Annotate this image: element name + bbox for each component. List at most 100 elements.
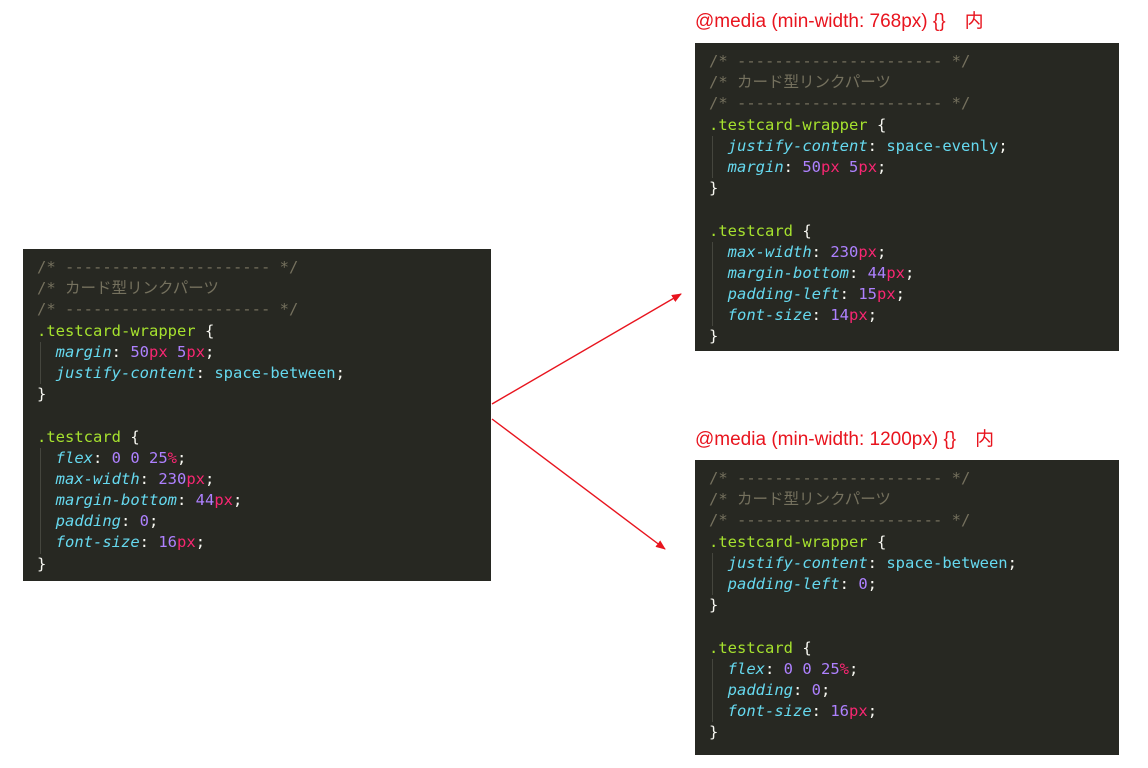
code-line: /* ---------------------- */ — [695, 51, 1119, 72]
code-line: font-size: 16px; — [23, 532, 491, 554]
code-token-sel: .testcard-wrapper — [37, 321, 196, 340]
code-token-punct: : — [139, 469, 159, 488]
code-line: /* カード型リンクパーツ — [23, 278, 491, 299]
code-line: .testcard { — [695, 221, 1119, 242]
code-token-unit: px — [849, 702, 868, 721]
code-token-punct: ; — [205, 342, 215, 361]
code-token-unit: px — [214, 491, 234, 510]
label-media-768: @media (min-width: 768px) {} 内 — [695, 11, 984, 32]
code-token-punct: ; — [233, 491, 243, 510]
code-token-unit: px — [858, 157, 878, 176]
code-token-prop: flex — [55, 448, 93, 467]
code-line: justify-content: space-evenly; — [695, 135, 1119, 157]
code-line: padding: 0; — [23, 511, 491, 533]
code-token-num: 16 — [830, 702, 850, 721]
code-line: flex: 0 0 25%; — [23, 447, 491, 469]
code-token-punct: ; — [335, 363, 345, 382]
code-token-num: 0 — [139, 512, 150, 531]
code-line: padding: 0; — [695, 679, 1119, 702]
code-token-kw: space-between — [886, 553, 1008, 572]
code-line: .testcard-wrapper { — [23, 321, 491, 342]
code-token-comment: /* ---------------------- */ — [709, 94, 971, 113]
code-token-punct: ; — [877, 242, 887, 261]
code-line: /* カード型リンクパーツ — [695, 72, 1119, 93]
code-token-num: 230 — [830, 242, 859, 261]
code-token-prop: padding — [727, 680, 793, 699]
code-token-prop: justify-content — [727, 553, 868, 572]
arrow-to-1200 — [491, 418, 666, 550]
indent-guide — [40, 468, 41, 491]
indent-guide — [40, 511, 41, 533]
code-token-brace: { — [195, 321, 215, 340]
code-token-prop: max-width — [727, 242, 812, 261]
code-token-num: 0 — [811, 680, 822, 699]
code-token-prop: justify-content — [55, 363, 196, 382]
code-token-punct: ; — [998, 136, 1008, 155]
code-token-prop: margin-bottom — [727, 263, 849, 282]
code-token-punct: : — [111, 342, 131, 361]
code-line: .testcard { — [23, 427, 491, 448]
code-line: padding-left: 0; — [695, 573, 1119, 596]
code-token-punct: : — [177, 491, 196, 510]
code-token-kw: space-between — [214, 363, 336, 382]
code-token-num: 5 — [177, 342, 187, 361]
code-line: /* ---------------------- */ — [695, 510, 1119, 531]
code-token-punct: : — [93, 448, 112, 467]
code-token-punct: : — [811, 306, 831, 325]
code-token-sel: .testcard — [37, 427, 121, 446]
code-token-kw: space-evenly — [886, 136, 999, 155]
code-token-num: 50 — [130, 342, 150, 361]
code-token-punct: ; — [821, 680, 831, 699]
code-token-unit: % — [839, 659, 850, 678]
indent-guide — [40, 532, 41, 554]
code-token-brace: } — [37, 554, 47, 573]
code-token-punct: : — [839, 285, 859, 304]
code-token-punct: ; — [177, 448, 187, 467]
code-line: /* ---------------------- */ — [695, 93, 1119, 114]
code-token-punct: : — [139, 533, 159, 552]
code-token-brace: } — [37, 385, 47, 404]
code-token-prop: font-size — [727, 702, 812, 721]
code-token-brace: } — [709, 179, 719, 198]
code-token-unit: px — [186, 469, 206, 488]
code-line: padding-left: 15px; — [695, 284, 1119, 306]
code-line: } — [695, 595, 1119, 616]
code-token-brace: { — [121, 427, 140, 446]
code-token-prop: padding — [55, 512, 121, 531]
code-line: font-size: 16px; — [695, 701, 1119, 723]
code-line: } — [23, 384, 491, 405]
code-token-num: 14 — [830, 306, 850, 325]
code-token-num: 16 — [158, 533, 178, 552]
code-token-unit: px — [849, 306, 868, 325]
indent-guide — [712, 135, 713, 157]
code-token-brace: } — [709, 596, 719, 615]
indent-guide — [712, 284, 713, 306]
code-token-punct: ; — [867, 306, 878, 325]
label-media-1200: @media (min-width: 1200px) {} 内 — [695, 429, 995, 450]
code-token-sel: .testcard — [709, 638, 793, 657]
code-token-prop: font-size — [55, 533, 140, 552]
code-token-punct: : — [765, 659, 784, 678]
code-token-brace: } — [709, 723, 719, 742]
code-token-num: 44 — [195, 491, 215, 510]
code-token-unit: % — [167, 448, 178, 467]
code-token-unit: px — [149, 342, 168, 361]
arrow-to-768 — [491, 293, 682, 405]
code-token-unit: px — [858, 242, 878, 261]
code-token-unit: px — [821, 157, 840, 176]
code-token-punct: ; — [195, 533, 206, 552]
code-token-num: 230 — [158, 469, 187, 488]
code-token-prop: padding-left — [727, 574, 840, 593]
code-token-punct: : — [783, 157, 803, 176]
code-token-prop: justify-content — [727, 136, 868, 155]
code-token-punct: : — [867, 553, 887, 572]
code-token-punct: ; — [895, 285, 906, 304]
indent-guide — [712, 679, 713, 702]
code-token-punct: ; — [1007, 553, 1017, 572]
code-line: .testcard-wrapper { — [695, 115, 1119, 136]
code-line: max-width: 230px; — [695, 241, 1119, 263]
code-token-punct: ; — [877, 157, 887, 176]
code-token-brace: { — [793, 221, 812, 240]
code-line: font-size: 14px; — [695, 305, 1119, 327]
